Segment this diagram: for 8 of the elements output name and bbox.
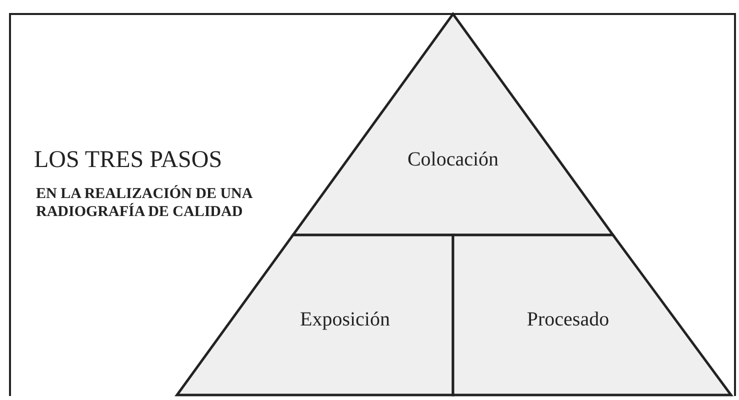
pyramid-top-section [293,14,613,235]
section-label: Colocación [407,148,499,172]
section-label: Procesado [526,308,610,332]
pyramid-right-section [453,235,731,395]
subtitle: EN LA REALIZACIÓN DE UNA RADIOGRAFÍA DE CALIDAD [36,185,254,221]
diagram-title: LOS TRES PASOS [34,147,222,174]
section-label: Exposición [300,308,390,332]
pyramid-left-section [177,235,453,395]
